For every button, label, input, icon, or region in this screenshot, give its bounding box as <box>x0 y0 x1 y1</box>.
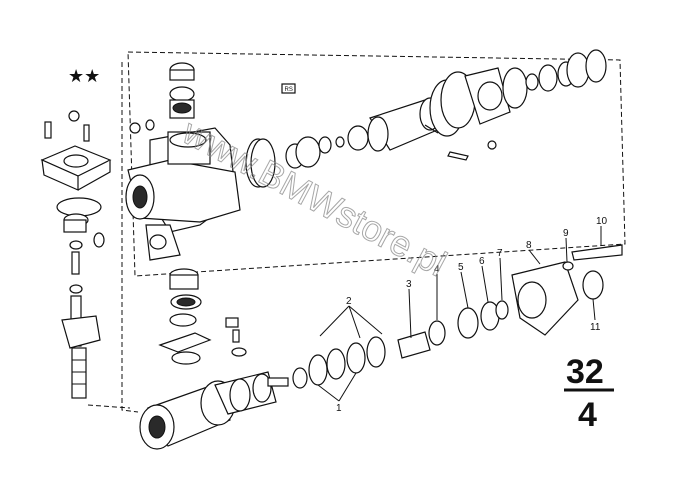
callouts: 1 2 3 4 5 6 7 8 9 10 11 <box>336 216 608 414</box>
callout-5: 5 <box>458 262 464 273</box>
lower-row-parts <box>139 244 623 450</box>
lower-bearings <box>158 268 247 365</box>
callout-4: 4 <box>434 264 440 275</box>
callout-1: 1 <box>336 403 342 414</box>
section-number: 32 4 <box>564 353 614 434</box>
callout-2: 2 <box>346 296 352 307</box>
leader-lines <box>317 226 602 402</box>
callout-9: 9 <box>563 228 569 239</box>
section-bottom: 4 <box>578 396 597 434</box>
callout-6: 6 <box>479 256 485 267</box>
callout-10: 10 <box>596 216 608 227</box>
callout-8: 8 <box>526 240 532 251</box>
upper-row-parts <box>245 49 607 188</box>
stars-mark: ★★ <box>68 66 100 87</box>
gear-housing <box>125 119 241 261</box>
callout-3: 3 <box>406 279 412 290</box>
upper-bearings: RS <box>169 62 296 119</box>
callout-11: 11 <box>590 322 601 333</box>
callout-7: 7 <box>497 248 503 259</box>
box-label: RS <box>285 87 293 93</box>
section-top: 32 <box>566 353 604 391</box>
left-column-parts <box>40 110 112 399</box>
